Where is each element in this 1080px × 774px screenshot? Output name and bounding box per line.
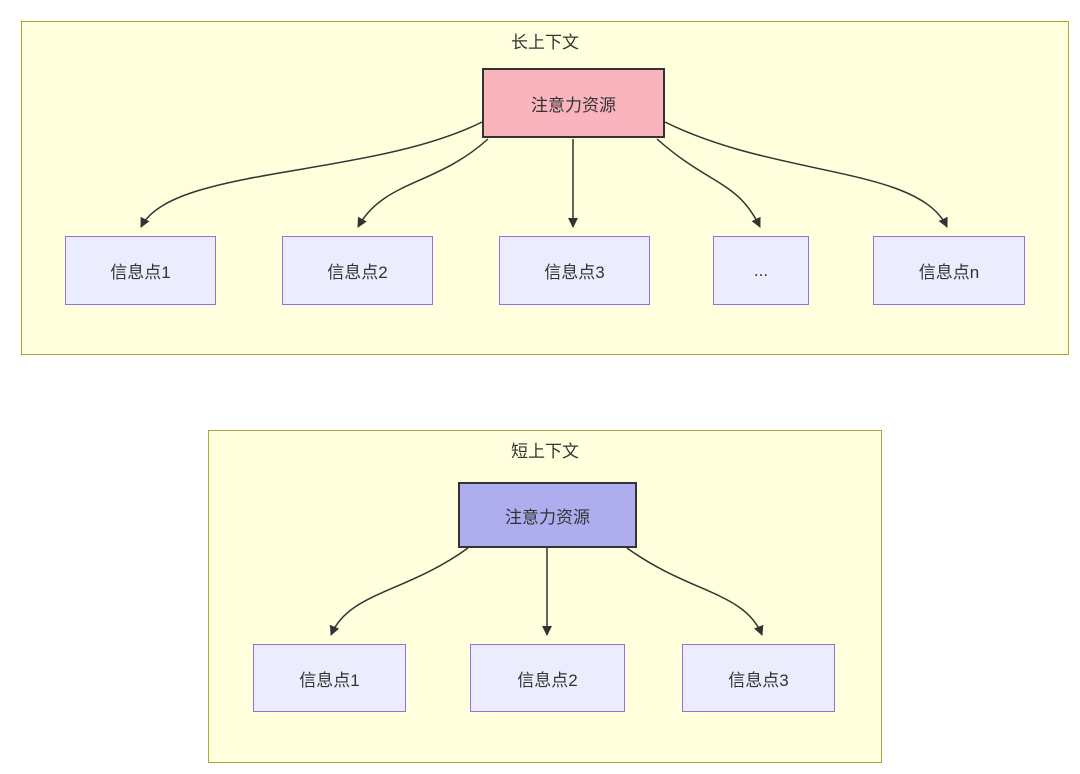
long-context-title: 长上下文	[511, 33, 579, 52]
long-info-node-1: 信息点1	[65, 236, 216, 305]
long-info-label-n: 信息点n	[918, 263, 980, 282]
long-attention-node: 注意力资源	[482, 68, 665, 138]
long-info-node-2: 信息点2	[282, 236, 433, 305]
short-info-label-1: 信息点1	[299, 670, 360, 690]
long-attention-label: 注意力资源	[531, 95, 616, 115]
short-info-label-2: 信息点2	[517, 670, 578, 690]
short-attention-label: 注意力资源	[505, 507, 590, 527]
long-info-node-3: 信息点3	[499, 236, 650, 305]
short-info-label-3: 信息点3	[728, 670, 789, 690]
long-info-label-3: 信息点3	[544, 263, 605, 282]
short-info-node-1: 信息点1	[253, 644, 406, 712]
long-info-node-n: 信息点n	[873, 236, 1025, 305]
short-context-title: 短上下文	[511, 442, 579, 461]
short-attention-node: 注意力资源	[458, 482, 637, 548]
long-info-label-1: 信息点1	[110, 263, 171, 282]
short-info-node-2: 信息点2	[470, 644, 625, 712]
short-context-cluster: 短上下文	[208, 430, 882, 763]
long-info-node-dots: ...	[713, 236, 809, 305]
long-info-label-dots: ...	[753, 260, 769, 280]
long-info-label-2: 信息点2	[327, 263, 388, 282]
short-info-node-3: 信息点3	[682, 644, 835, 712]
